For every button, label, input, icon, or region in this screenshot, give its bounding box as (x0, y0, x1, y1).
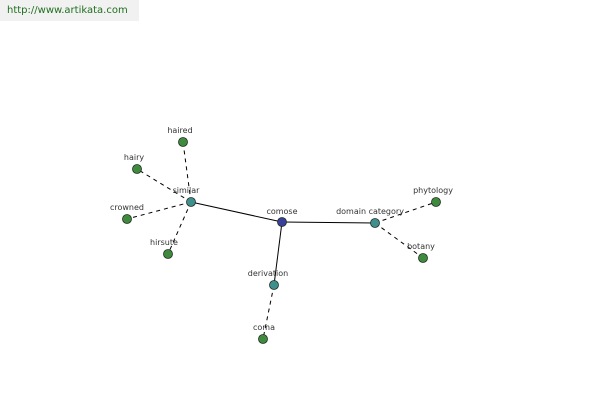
node-haired[interactable] (178, 137, 188, 147)
nodes-layer (122, 137, 441, 344)
node-label-hirsute: hirsute (150, 238, 178, 247)
node-label-comose: comose (266, 207, 297, 216)
node-label-similar: similar (173, 186, 201, 195)
edge-domain-category-to-phytology (374, 201, 437, 224)
node-comose[interactable] (277, 217, 287, 227)
node-botany[interactable] (418, 253, 428, 263)
node-label-domain-category: domain category (336, 207, 404, 216)
labels-layer: comose similar domain category derivation ha… (110, 126, 453, 332)
source-banner: http://www.artikata.com (0, 0, 139, 21)
node-label-hairy: hairy (124, 153, 144, 162)
edge-comose-to-similar (190, 201, 283, 223)
node-label-derivation: derivation (248, 269, 288, 278)
node-crowned[interactable] (122, 214, 132, 224)
node-derivation[interactable] (269, 280, 279, 290)
edges-layer (126, 141, 437, 340)
edge-comose-to-derivation (273, 221, 283, 286)
node-domain-category[interactable] (370, 218, 380, 228)
edge-similar-to-hairy (136, 168, 192, 203)
node-label-phytology: phytology (413, 186, 453, 195)
node-hairy[interactable] (132, 164, 142, 174)
edge-derivation-to-coma (262, 284, 275, 340)
node-label-coma: coma (253, 323, 275, 332)
edge-similar-to-haired (182, 141, 192, 203)
node-label-haired: haired (167, 126, 192, 135)
edge-comose-to-domain-category (281, 221, 376, 224)
node-label-crowned: crowned (110, 203, 144, 212)
edge-similar-to-hirsute (167, 201, 192, 255)
node-hirsute[interactable] (163, 249, 173, 259)
node-similar[interactable] (186, 197, 196, 207)
node-coma[interactable] (258, 334, 268, 344)
node-label-botany: botany (407, 242, 435, 251)
source-url-text: http://www.artikata.com (7, 5, 128, 16)
edge-similar-to-crowned (126, 201, 192, 220)
edge-domain-category-to-botany (374, 222, 424, 259)
node-phytology[interactable] (431, 197, 441, 207)
